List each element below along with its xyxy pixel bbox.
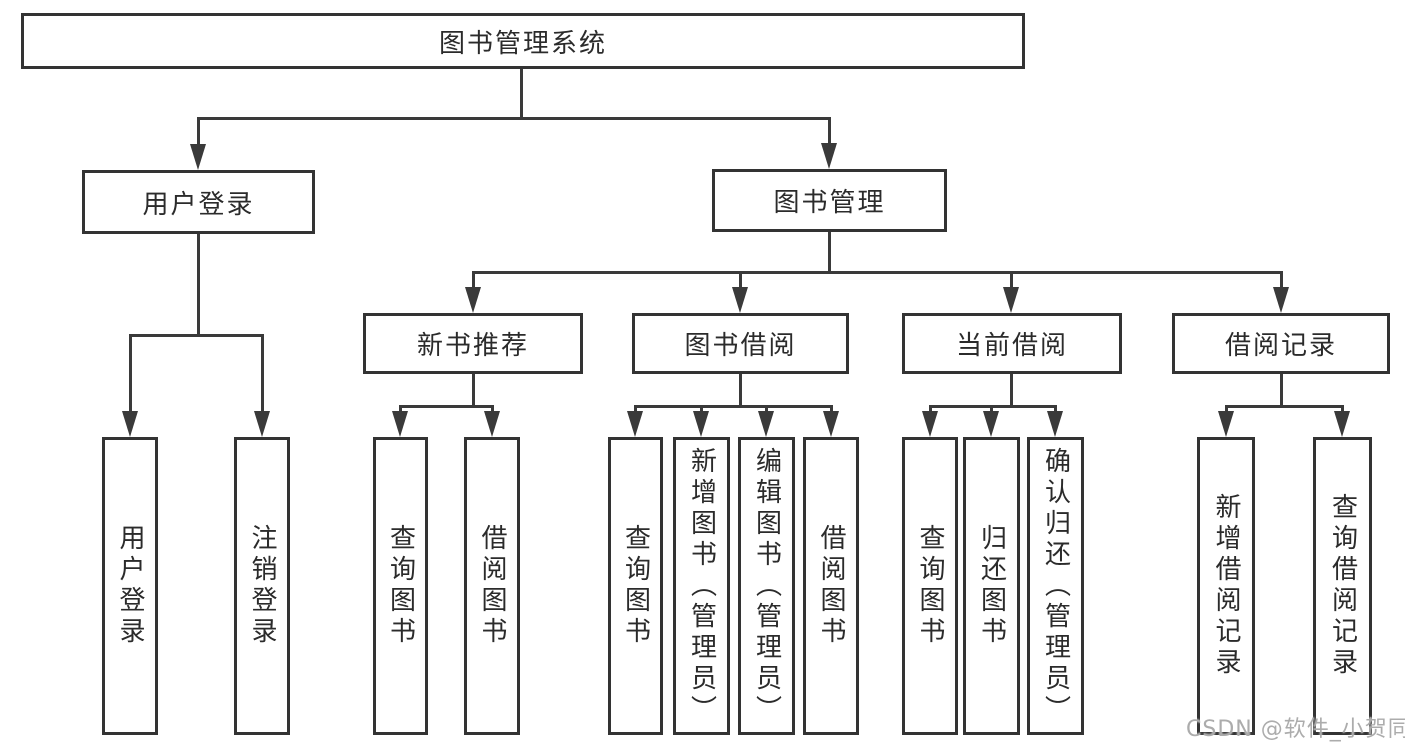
leaf-current-query-book: 查询图书 <box>902 437 958 735</box>
arrow-into-bor-borrow-icon <box>823 411 839 437</box>
connector-root-branch <box>197 117 830 120</box>
arrow-into-rb-add-icon <box>1218 411 1234 437</box>
connector-recommend-branch <box>399 405 494 408</box>
connector-current-stub <box>1010 374 1013 408</box>
arrow-into-rec-query-icon <box>392 411 408 437</box>
node-book-management: 图书管理 <box>712 169 947 232</box>
leaf-borrow-query-book-label: 查询图书 <box>620 524 651 648</box>
arrow-into-bor-query-icon <box>627 411 643 437</box>
arrow-into-borrow-icon <box>732 287 748 313</box>
arrow-into-recommend-icon <box>465 287 481 313</box>
arrow-into-current-icon <box>1003 287 1019 313</box>
connector-to-cur-query <box>929 405 932 414</box>
leaf-logout-label: 注销登录 <box>247 524 277 648</box>
leaf-add-book-admin: 新增图书（管理员） <box>673 437 730 735</box>
leaf-confirm-return-admin: 确认归还（管理员） <box>1027 437 1084 735</box>
connector-recommend-stub <box>472 374 475 408</box>
connector-to-cur-confirm <box>1054 405 1057 414</box>
connector-borrow-branch <box>634 405 833 408</box>
arrow-into-leaf-user-login-icon <box>122 411 138 437</box>
leaf-edit-book-admin: 编辑图书（管理员） <box>738 437 795 735</box>
connector-records-branch <box>1225 405 1344 408</box>
leaf-add-borrow-record-label: 新增借阅记录 <box>1211 493 1241 679</box>
node-borrow-records: 借阅记录 <box>1172 313 1390 374</box>
node-root-label: 图书管理系统 <box>438 28 607 59</box>
connector-to-borrow <box>739 271 742 289</box>
connector-to-leaf-user-login <box>129 334 132 414</box>
leaf-user-login-label: 用户登录 <box>115 524 145 648</box>
leaf-recommend-borrow-book-label: 借阅图书 <box>477 524 507 648</box>
node-current-borrow-label: 当前借阅 <box>955 331 1068 361</box>
arrow-into-bor-add-icon <box>693 411 709 437</box>
leaf-borrow-query-book: 查询图书 <box>608 437 663 735</box>
connector-to-book-management <box>828 117 831 147</box>
arrow-into-rb-query-icon <box>1334 411 1350 437</box>
arrow-into-rec-borrow-icon <box>484 411 500 437</box>
leaf-recommend-borrow-book: 借阅图书 <box>464 437 520 735</box>
connector-login-stub <box>197 234 200 337</box>
leaf-add-book-admin-label: 新增图书（管理员） <box>686 446 717 726</box>
connector-to-user-login <box>197 117 200 147</box>
node-book-management-label: 图书管理 <box>773 188 886 218</box>
leaf-borrow-book-label: 借阅图书 <box>816 524 846 648</box>
node-book-borrow: 图书借阅 <box>632 313 849 374</box>
arrow-into-cur-query-icon <box>922 411 938 437</box>
connector-to-bor-query <box>634 405 637 414</box>
leaf-user-login: 用户登录 <box>102 437 158 735</box>
leaf-query-borrow-record: 查询借阅记录 <box>1313 437 1372 735</box>
leaf-recommend-query-book: 查询图书 <box>373 437 428 735</box>
arrow-into-leaf-logout-icon <box>254 411 270 437</box>
connector-current-branch <box>929 405 1057 408</box>
connector-mgmt-branch <box>472 271 1282 274</box>
connector-root-stub <box>520 69 523 120</box>
node-new-book-recommend-label: 新书推荐 <box>416 331 529 361</box>
connector-to-bor-add <box>700 405 703 414</box>
connector-to-current <box>1010 271 1013 289</box>
leaf-return-book: 归还图书 <box>963 437 1020 735</box>
connector-to-bor-borrow <box>830 405 833 414</box>
arrow-into-cur-return-icon <box>983 411 999 437</box>
leaf-edit-book-admin-label: 编辑图书（管理员） <box>751 446 782 726</box>
node-user-login-module-label: 用户登录 <box>142 189 255 220</box>
connector-login-branch <box>129 334 264 337</box>
arrow-into-user-login-icon <box>190 144 206 170</box>
node-borrow-records-label: 借阅记录 <box>1224 331 1337 361</box>
connector-to-records <box>1280 271 1283 289</box>
leaf-add-borrow-record: 新增借阅记录 <box>1197 437 1255 735</box>
node-current-borrow: 当前借阅 <box>902 313 1122 374</box>
leaf-recommend-query-book-label: 查询图书 <box>385 524 416 648</box>
leaf-query-borrow-record-label: 查询借阅记录 <box>1327 493 1358 679</box>
connector-mgmt-stub <box>828 232 831 274</box>
csdn-watermark: CSDN @软件_小贺同学 <box>1186 717 1405 742</box>
node-new-book-recommend: 新书推荐 <box>363 313 583 374</box>
connector-to-recommend <box>472 271 475 289</box>
connector-to-rb-add <box>1225 405 1228 414</box>
connector-to-leaf-logout <box>261 334 264 414</box>
arrow-into-cur-confirm-icon <box>1047 411 1063 437</box>
node-user-login-module: 用户登录 <box>82 170 315 234</box>
connector-records-stub <box>1280 374 1283 408</box>
arrow-into-book-management-icon <box>821 143 837 169</box>
arrow-into-records-icon <box>1273 287 1289 313</box>
connector-to-rb-query <box>1341 405 1344 414</box>
connector-to-cur-return <box>990 405 993 414</box>
leaf-logout: 注销登录 <box>234 437 290 735</box>
leaf-borrow-book: 借阅图书 <box>803 437 859 735</box>
connector-to-bor-edit <box>765 405 768 414</box>
arrow-into-bor-edit-icon <box>758 411 774 437</box>
node-book-borrow-label: 图书借阅 <box>684 331 797 361</box>
leaf-return-book-label: 归还图书 <box>976 524 1007 648</box>
leaf-current-query-book-label: 查询图书 <box>915 524 945 648</box>
connector-borrow-stub <box>739 374 742 408</box>
connector-to-rec-query <box>399 405 402 414</box>
connector-to-rec-borrow <box>491 405 494 414</box>
node-root: 图书管理系统 <box>21 13 1025 69</box>
leaf-confirm-return-admin-label: 确认归还（管理员） <box>1040 446 1071 726</box>
